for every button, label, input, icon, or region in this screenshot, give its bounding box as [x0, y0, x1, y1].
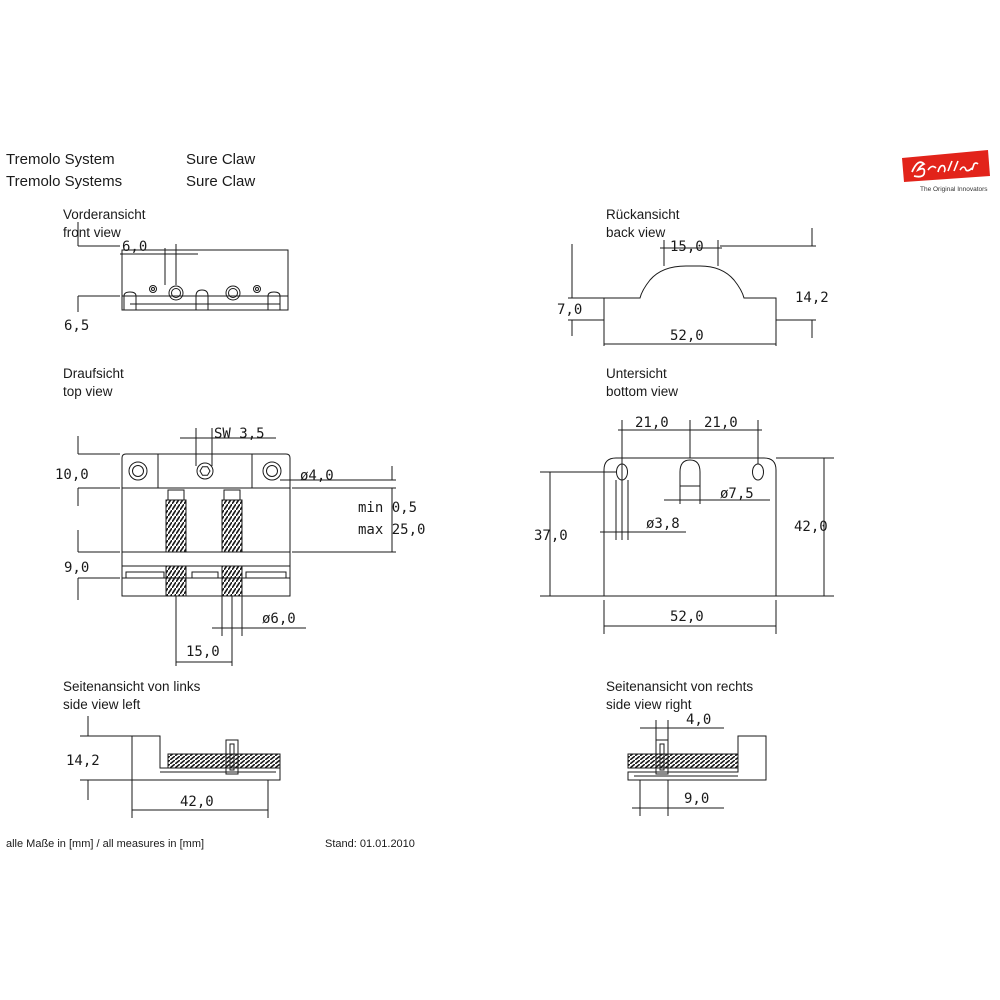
bottom-dim-small-hole: ø3,8 [646, 516, 680, 532]
bottom-dim-depth: 37,0 [534, 528, 568, 544]
bottom-dim-width: 52,0 [670, 609, 704, 625]
title-line-2: Tremolo Systems [6, 173, 123, 190]
top-dim-plate: 9,0 [64, 560, 89, 576]
front-view-label-de: Vorderansicht [63, 207, 146, 222]
back-dim-top: 15,0 [670, 239, 704, 255]
top-dim-upper: 10,0 [55, 467, 89, 483]
side-left-label-de: Seitenansicht von links [63, 679, 201, 694]
front-view-drawing [77, 222, 289, 312]
front-dim-height: 6,5 [64, 318, 89, 334]
top-dim-hole: ø4,0 [300, 468, 334, 484]
bottom-dim-right: 21,0 [704, 415, 738, 431]
front-dim-width: 6,0 [122, 239, 147, 255]
side-left-label-en: side view left [63, 697, 141, 712]
logo-wordmark [898, 148, 992, 184]
back-dim-width: 52,0 [670, 328, 704, 344]
bottom-dim-height: 42,0 [794, 519, 828, 535]
top-dim-min: min 0,5 [358, 500, 417, 516]
back-view-label-en: back view [606, 225, 666, 240]
side-right-dim-top: 4,0 [686, 712, 711, 728]
side-left-drawing [80, 716, 281, 818]
side-left-dim-height: 14,2 [66, 753, 100, 769]
front-view-label-en: front view [63, 225, 121, 240]
top-dim-screw: ø6,0 [262, 611, 296, 627]
back-dim-step: 7,0 [557, 302, 582, 318]
bottom-view-drawing [540, 420, 834, 634]
top-dim-max: max 25,0 [358, 522, 425, 538]
side-right-dim-bottom: 9,0 [684, 791, 709, 807]
side-right-label-de: Seitenansicht von rechts [606, 679, 754, 694]
top-view-label-en: top view [63, 384, 113, 399]
revision-date: Stand: 01.01.2010 [325, 838, 415, 850]
title-line-1: Tremolo System [6, 151, 115, 168]
back-view-drawing [568, 228, 816, 346]
bottom-dim-left: 21,0 [635, 415, 669, 431]
top-dim-spacing: 15,0 [186, 644, 220, 660]
side-right-drawing [627, 720, 767, 816]
top-view-label-de: Draufsicht [63, 366, 124, 381]
top-view-drawing [77, 428, 396, 666]
bottom-dim-center-hole: ø7,5 [720, 486, 754, 502]
logo-tagline: The Original Innovators [920, 186, 988, 193]
side-left-dim-width: 42,0 [180, 794, 214, 810]
schaller-logo: The Original Innovators [898, 148, 994, 200]
bottom-view-label-en: bottom view [606, 384, 679, 399]
logo-badge-icon [902, 150, 990, 182]
units-note: alle Maße in [mm] / all measures in [mm] [6, 838, 205, 850]
side-right-label-en: side view right [606, 697, 692, 712]
back-view-label-de: Rückansicht [606, 207, 680, 222]
bottom-view-label-de: Untersicht [606, 366, 667, 381]
top-dim-wrench: SW 3,5 [214, 426, 265, 442]
model-line-1: Sure Claw [186, 151, 256, 168]
back-dim-height: 14,2 [795, 290, 829, 306]
model-line-2: Sure Claw [186, 173, 256, 190]
